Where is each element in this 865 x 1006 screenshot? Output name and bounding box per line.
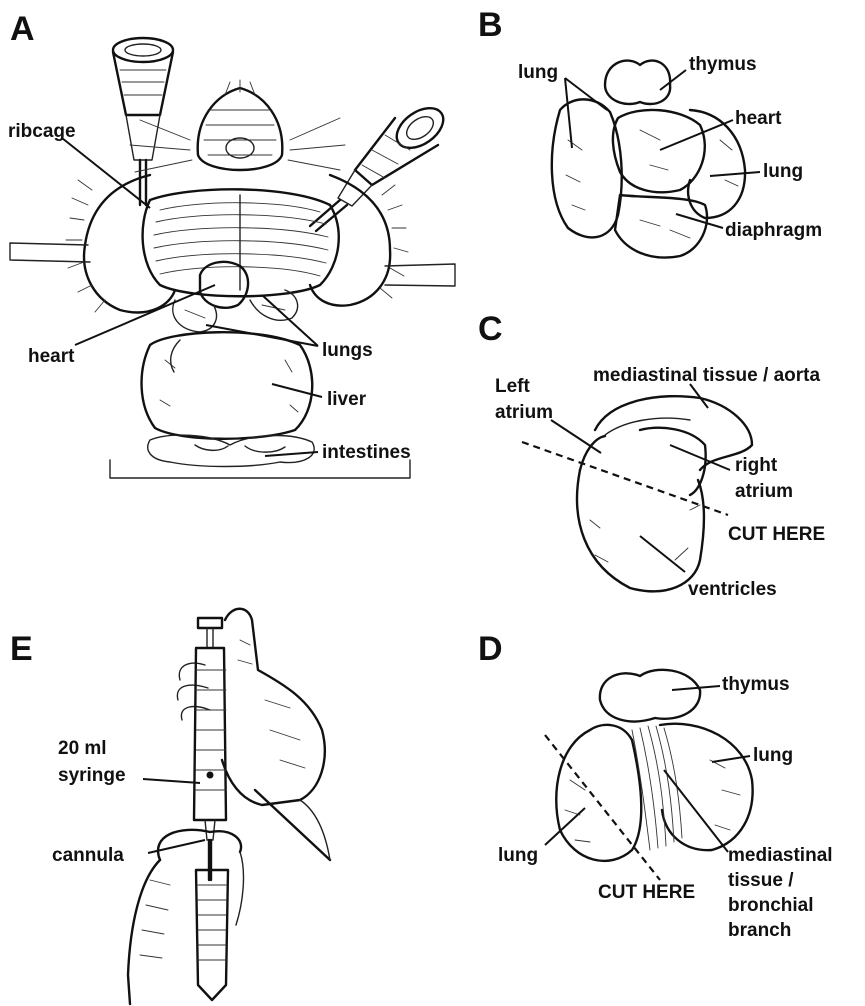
label-e-syringe-1: 20 ml [58,738,107,759]
label-c-right-atrium-1: right [735,455,778,476]
cut-line-d [545,735,660,880]
leader-d-thymus [672,686,720,690]
label-c-mediastinal: mediastinal tissue / aorta [593,365,820,386]
label-d-lung-right: lung [753,745,793,766]
panel-d-organ-block [556,670,752,861]
panel-b-letter: B [478,6,503,44]
ribcage [143,189,339,296]
label-liver: liver [327,389,367,410]
panel-e: E 20 ml [10,609,330,1004]
upper-hand [177,609,330,860]
label-b-lung-right: lung [763,161,803,182]
leader-b-heart [660,120,733,150]
label-heart: heart [28,346,75,367]
cut-line-c [522,442,728,515]
leader-b-thymus [660,70,686,90]
label-intestines: intestines [322,442,411,463]
label-b-lung-left: lung [518,62,558,83]
leader-intestines [265,452,318,456]
label-c-ventricles: ventricles [688,579,777,600]
leader-c-ventricles [640,536,685,572]
label-e-syringe-2: syringe [58,765,126,786]
lower-hand-and-tube [128,830,243,1004]
panel-a: A [8,10,455,478]
label-lungs: lungs [322,340,373,361]
label-e-cannula: cannula [52,845,124,866]
label-c-right-atrium-2: atrium [735,481,793,502]
panel-a-heart [200,262,248,308]
leader-lungs [206,295,318,346]
label-b-thymus: thymus [689,54,757,75]
label-d-cut-here: CUT HERE [598,882,695,903]
panel-d: D thymus lung lung CUT HERE mediastinal … [478,630,833,941]
label-d-thymus: thymus [722,674,790,695]
leader-liver [272,384,322,397]
label-c-left-atrium-2: atrium [495,402,553,423]
leader-b-lung-right [710,172,760,176]
label-d-mediastinal-3: bronchial [728,895,814,916]
panel-e-letter: E [10,630,33,668]
label-c-cut-here: CUT HERE [728,524,825,545]
panel-a-liver [142,332,313,439]
label-ribcage: ribcage [8,121,76,142]
label-d-mediastinal-1: mediastinal [728,845,833,866]
panel-c-letter: C [478,310,503,348]
panel-c-heart [577,396,752,591]
mouse-head [130,80,345,172]
label-d-lung-left: lung [498,845,538,866]
label-c-left-atrium-1: Left [495,376,531,397]
leader-b-lung-left [565,78,607,148]
label-b-diaphragm: diaphragm [725,220,822,241]
panel-d-letter: D [478,630,503,668]
label-b-heart: heart [735,108,782,129]
panel-c: C Left atrium mediastinal tissue / aorta… [478,310,825,600]
leader-e-syringe [143,779,200,783]
mouse-body-outline [10,175,455,478]
panel-a-letter: A [10,10,35,48]
panel-b: B lung thymus heart lung diaphragm [478,6,822,258]
label-d-mediastinal-4: branch [728,920,791,941]
leader-e-cannula [148,840,205,853]
leader-c-left-atrium [551,420,601,453]
label-d-mediastinal-2: tissue / [728,870,794,891]
